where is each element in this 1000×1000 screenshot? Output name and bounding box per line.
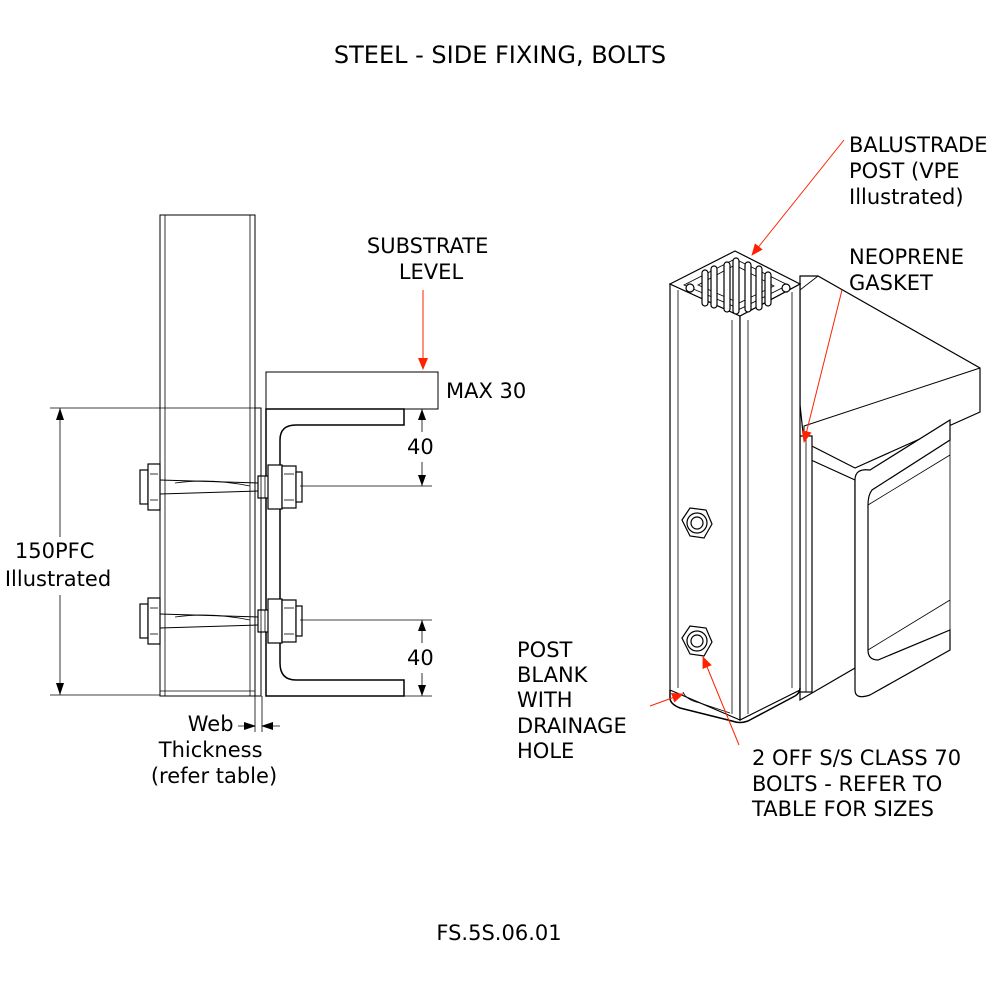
gasket-section bbox=[254, 407, 262, 697]
dimension-40-top bbox=[266, 408, 432, 487]
iso-channel bbox=[799, 418, 951, 702]
post-ribs bbox=[685, 257, 791, 315]
post-blank-leader bbox=[649, 693, 684, 707]
balustrade-post-leader bbox=[751, 139, 845, 256]
isometric-view bbox=[649, 139, 981, 746]
dim-40-bottom-label: 40 bbox=[407, 646, 434, 670]
dimension-pfc-height bbox=[50, 407, 160, 696]
drawing-code: FS.5S.06.01 bbox=[436, 921, 561, 945]
dim-40-top-label: 40 bbox=[407, 435, 434, 459]
substrate-level-label: SUBSTRATE LEVEL bbox=[367, 234, 495, 284]
bolt-top bbox=[139, 463, 303, 511]
neoprene-gasket-label: NEOPRENE GASKET bbox=[849, 245, 971, 295]
max-30-label: MAX 30 bbox=[446, 379, 526, 403]
section-view bbox=[50, 214, 439, 732]
pfc-label: 150PFC Illustrated bbox=[5, 539, 111, 591]
web-thickness-label: Web Thickness (refer table) bbox=[151, 712, 277, 788]
drawing-title: STEEL - SIDE FIXING, BOLTS bbox=[334, 41, 666, 69]
iso-slab bbox=[799, 275, 981, 469]
balustrade-post-label: BALUSTRADE POST (VPE Illustrated) bbox=[849, 133, 994, 209]
bolts-leader bbox=[702, 656, 740, 746]
iso-bolt-bottom bbox=[681, 625, 713, 657]
bolts-note-label: 2 OFF S/S CLASS 70 BOLTS - REFER TO TABL… bbox=[751, 746, 968, 821]
post-section bbox=[159, 214, 256, 697]
iso-post bbox=[668, 250, 802, 724]
dimension-40-bottom bbox=[300, 619, 432, 697]
post-blank-label: POST BLANK WITH DRAINAGE HOLE bbox=[517, 638, 633, 763]
bolt-bottom bbox=[139, 597, 303, 645]
substrate-slab bbox=[265, 371, 439, 410]
dimension-web-thickness bbox=[238, 696, 280, 732]
pfc-channel bbox=[265, 408, 405, 697]
iso-bolt-top bbox=[681, 507, 713, 539]
neoprene-gasket-leader bbox=[801, 289, 843, 443]
